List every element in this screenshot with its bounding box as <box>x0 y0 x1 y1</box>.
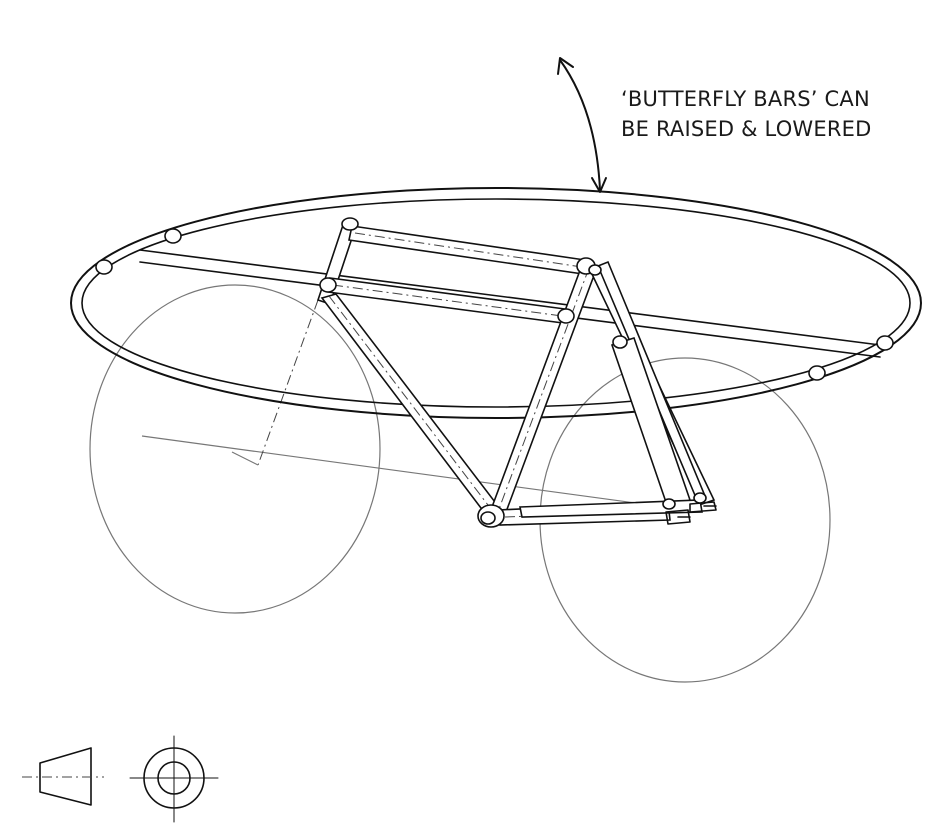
chain-stay-inner <box>519 499 703 518</box>
concentric-circles-view-icon <box>129 735 219 823</box>
note-line-1: ‘BUTTERFLY BARS’ CAN <box>621 87 870 111</box>
steering-axis-line <box>257 299 319 466</box>
fork-line <box>231 451 259 466</box>
bar-fitting <box>808 365 826 381</box>
frame <box>316 217 717 528</box>
bar-loop-outer <box>70 187 922 419</box>
seat-lug <box>557 308 575 324</box>
curved-double-arrow-icon <box>557 57 607 193</box>
bottom-bracket-bore <box>480 511 496 525</box>
truncated-cone-view-icon <box>22 747 104 806</box>
head-tube-lug <box>341 217 359 231</box>
seat-stay-inner <box>596 260 707 502</box>
front-wheel-axle-line <box>141 435 666 508</box>
front-wheel <box>89 284 381 614</box>
stay-joint <box>662 498 676 510</box>
bar-fitting <box>164 228 182 244</box>
crossbar-top <box>139 249 881 346</box>
bar-fitting <box>876 335 894 351</box>
stay-joint <box>693 492 707 504</box>
rear-dropout <box>665 509 691 525</box>
butterfly-bars-note: ‘BUTTERFLY BARS’ CAN BE RAISED & LOWERED <box>621 84 872 144</box>
upper-top-tube <box>348 225 586 275</box>
stay-sleeve <box>610 337 692 510</box>
bar-fitting <box>95 259 113 275</box>
head-tube-lug <box>319 277 337 293</box>
rear-dropout <box>689 501 717 513</box>
wheels <box>89 284 831 683</box>
stay-joint <box>612 335 628 349</box>
seat-cluster <box>588 264 602 276</box>
note-line-2: BE RAISED & LOWERED <box>621 117 872 141</box>
bar-loop-inner <box>81 198 911 408</box>
